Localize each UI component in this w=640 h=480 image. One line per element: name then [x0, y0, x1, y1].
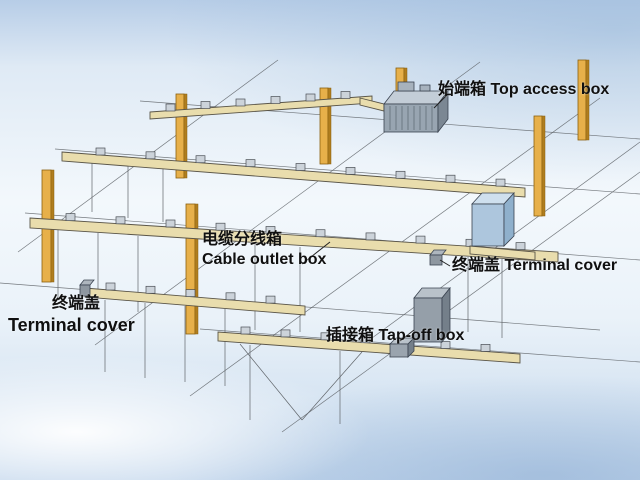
busway-rails — [29, 91, 559, 364]
label-terminal-cover-left-zh: 终端盖 — [52, 295, 101, 312]
support-column — [319, 87, 332, 165]
label-terminal-cover-right-zh: 终端盖 — [452, 257, 501, 274]
leader-lines — [86, 93, 451, 342]
label-terminal-cover-right-en: Terminal cover — [504, 257, 618, 274]
label-terminal-cover-left: 终端盖 Terminal cover — [8, 294, 135, 337]
tap-off-box-graphic — [389, 286, 451, 358]
top-access-box-graphic — [383, 81, 449, 134]
hanger-lines — [57, 162, 503, 424]
support-column — [577, 59, 590, 141]
busway-rail-top — [149, 91, 385, 120]
label-cable-outlet-box: 电缆分线箱 Cable outlet box — [202, 230, 326, 270]
label-cable-outlet-box-zh: 电缆分线箱 — [202, 231, 283, 248]
terminal-cover-cap-right — [429, 249, 447, 266]
label-terminal-cover-right: 终端盖 Terminal cover — [452, 256, 617, 276]
label-top-access-box: 始端箱 Top access box — [438, 80, 609, 100]
label-tap-off-box-en: Tap-off box — [378, 327, 465, 344]
busway-rail-3 — [29, 213, 559, 263]
busway-rail-5 — [217, 326, 521, 364]
label-top-access-box-zh: 始端箱 — [438, 81, 487, 98]
support-column — [185, 203, 199, 335]
label-terminal-cover-left-en: Terminal cover — [8, 315, 135, 335]
terminal-cover-cap-left — [79, 279, 95, 297]
busway-rail-2 — [61, 147, 526, 198]
busway-rail-right-stub — [469, 245, 536, 261]
label-tap-off-box: 插接箱 Tap-off box — [326, 326, 464, 346]
label-top-access-box-en: Top access box — [490, 81, 610, 98]
distribution-box-graphic — [471, 191, 515, 247]
support-column — [175, 93, 188, 179]
label-cable-outlet-box-en: Cable outlet box — [202, 251, 327, 268]
label-tap-off-box-zh: 插接箱 — [326, 327, 375, 344]
support-column — [533, 115, 546, 217]
